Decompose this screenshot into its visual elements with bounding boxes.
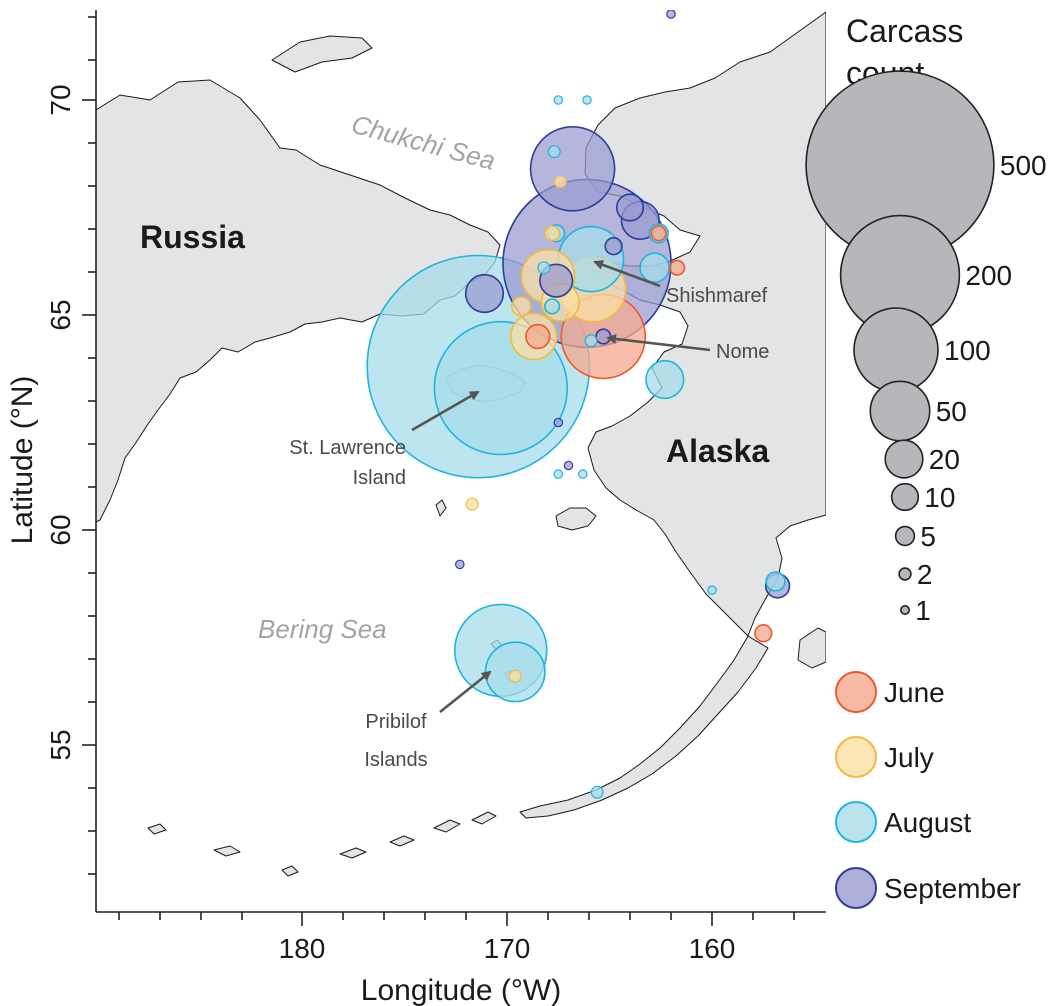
st-matthew-island xyxy=(435,499,447,517)
size-legend-label-500: 500 xyxy=(1000,150,1047,181)
size-legend-circle-20 xyxy=(884,439,924,479)
carcass-point-june-3 xyxy=(525,323,551,350)
carcass-point-august-18 xyxy=(765,571,786,592)
aleutian-island-1 xyxy=(147,823,167,835)
x-tick-label-180: 180 xyxy=(279,933,326,964)
size-legend-label-2: 2 xyxy=(917,559,933,590)
x-axis-title: Longitude (°W) xyxy=(361,974,561,1006)
carcass-point-august-17 xyxy=(707,585,717,595)
aleutian-island-5 xyxy=(389,835,415,847)
legend-title-line1: Carcass xyxy=(846,13,963,49)
carcass-point-july-8 xyxy=(553,175,567,189)
carcass-point-september-12 xyxy=(563,460,574,471)
carcass-point-august-10 xyxy=(584,334,598,348)
month-legend-label-september: September xyxy=(884,873,1021,904)
axes: 180 170 160 70 65 60 55 Longitude (°W) L… xyxy=(6,10,826,1006)
size-legend-label-200: 200 xyxy=(965,260,1012,291)
size-legend-circle-5 xyxy=(894,525,916,547)
x-tick-label-170: 170 xyxy=(484,933,531,964)
carcass-point-june-4 xyxy=(650,225,667,242)
alaska-label: Alaska xyxy=(666,433,769,469)
wrangel-island xyxy=(271,35,373,73)
carcass-point-september-11 xyxy=(553,417,564,428)
st-lawrence-arrow xyxy=(411,390,480,432)
carcass-point-august-12 xyxy=(553,95,564,105)
pribilof-label-line2: Islands xyxy=(364,749,427,771)
aleutian-island-3 xyxy=(281,865,299,877)
y-tick-label-55: 55 xyxy=(45,729,76,760)
month-legend-swatch-august xyxy=(835,801,877,843)
carcass-point-july-4 xyxy=(511,296,532,317)
size-legend-label-1: 1 xyxy=(915,595,931,626)
carcass-point-september-7 xyxy=(595,328,612,345)
russia-label: Russia xyxy=(140,219,245,255)
carcass-point-august-19 xyxy=(590,785,604,799)
aleutian-island-7 xyxy=(471,811,497,825)
aleutian-island-6 xyxy=(433,819,461,833)
carcass-point-july-7 xyxy=(508,669,522,683)
carcass-point-august-9 xyxy=(543,298,561,315)
bering-sea-label: Bering Sea xyxy=(258,614,387,644)
carcass-point-august-16 xyxy=(577,469,588,479)
size-legend-label-5: 5 xyxy=(920,521,936,552)
carcass-point-august-6 xyxy=(645,359,685,400)
size-legend-label-50: 50 xyxy=(936,396,967,427)
kodiak-island xyxy=(797,627,826,669)
size-legend-circle-100 xyxy=(853,307,939,393)
carcass-point-august-15 xyxy=(553,469,564,479)
carcass-point-september-3 xyxy=(615,193,645,222)
size-legend-label-100: 100 xyxy=(944,335,991,366)
pribilof-arrow xyxy=(439,670,492,714)
carcass-point-september-9 xyxy=(666,10,676,19)
y-tick-label-65: 65 xyxy=(45,299,76,330)
month-legend-label-june: June xyxy=(884,677,945,708)
st-lawrence-label-line2: Island xyxy=(353,467,406,489)
size-legend-label-10: 10 xyxy=(924,482,955,513)
aleutian-island-4 xyxy=(339,847,367,859)
carcass-point-september-1 xyxy=(529,126,616,212)
pribilof-label-line1: Pribilof xyxy=(365,711,427,733)
x-tick-label-160: 160 xyxy=(689,933,736,964)
shishmaref-arrow xyxy=(593,260,661,288)
nunivak-island xyxy=(555,507,597,531)
size-legend-circle-10 xyxy=(890,482,920,512)
month-legend-label-august: August xyxy=(884,807,971,838)
y-tick-label-60: 60 xyxy=(45,514,76,545)
month-legend-swatch-july xyxy=(835,736,877,778)
carcass-point-june-2 xyxy=(754,623,773,643)
alaska-peninsula xyxy=(519,635,769,819)
points-layer xyxy=(366,10,791,799)
carcass-point-june-1 xyxy=(669,259,686,276)
y-axis-title: Latitude (°N) xyxy=(6,376,39,545)
y-tick-label-70: 70 xyxy=(45,84,76,115)
month-legend-swatch-june xyxy=(835,671,877,713)
nome-arrow xyxy=(606,333,711,352)
month-legend-label-july: July xyxy=(884,742,934,773)
size-legend-circle-50 xyxy=(869,380,931,442)
carcass-point-august-5 xyxy=(639,252,670,284)
carcass-point-august-8 xyxy=(537,261,551,275)
carcass-point-august-14 xyxy=(547,145,561,159)
shishmaref-label: Shishmaref xyxy=(666,285,768,307)
size-legend: 500 200 100 50 20 10 5 2 1 xyxy=(805,70,1047,626)
aleutian-island-2 xyxy=(213,845,241,857)
carcass-point-july-6 xyxy=(465,497,479,511)
size-legend-circle-1 xyxy=(899,604,910,615)
carcass-point-july-5 xyxy=(543,225,561,242)
size-legend-label-20: 20 xyxy=(929,444,960,475)
carcass-point-september-10 xyxy=(454,559,465,570)
size-legend-circle-2 xyxy=(898,567,912,581)
chukchi-sea-label: Chukchi Sea xyxy=(348,109,498,176)
carcass-point-august-13 xyxy=(582,95,592,105)
month-legend-swatch-september xyxy=(835,867,877,909)
carcass-point-september-6 xyxy=(604,237,623,256)
carcass-point-september-2 xyxy=(464,273,505,314)
nome-label: Nome xyxy=(716,341,769,363)
st-lawrence-label-line1: St. Lawrence xyxy=(289,437,406,459)
